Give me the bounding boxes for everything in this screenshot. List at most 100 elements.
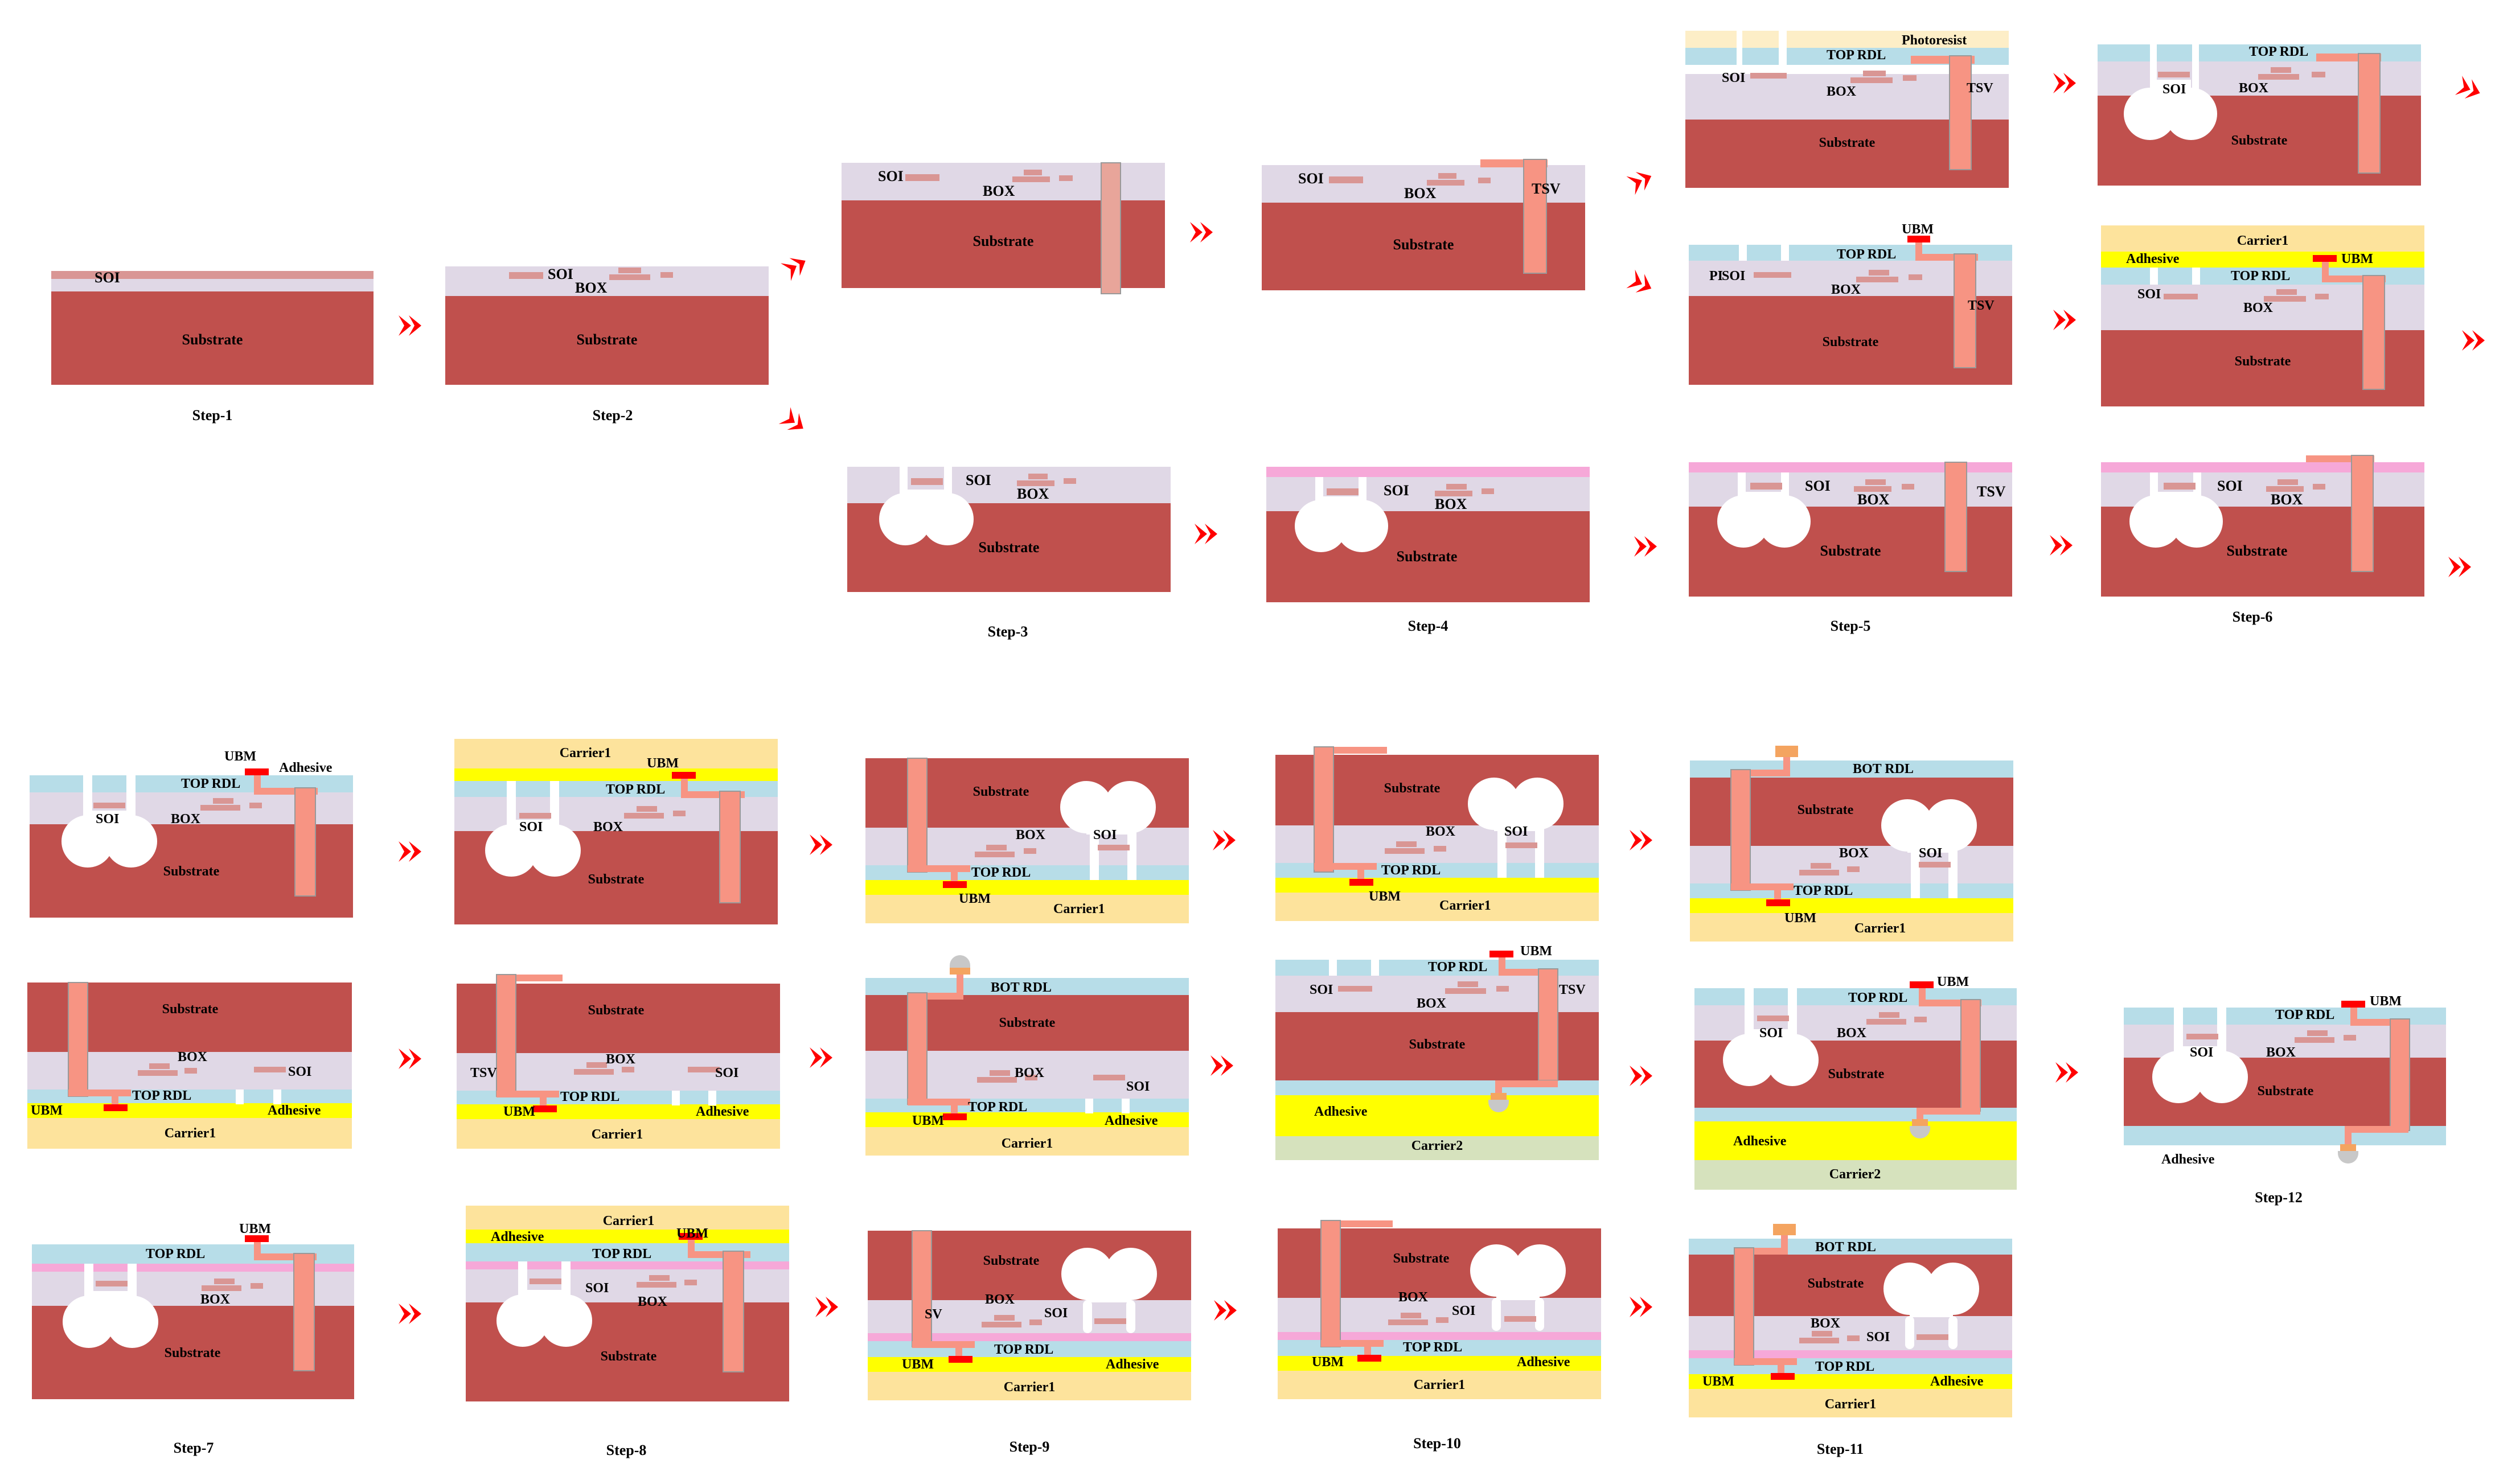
step-4a-diagram: SOI BOX TSV Substrate: [1262, 159, 1585, 290]
arrow-icon: [2448, 557, 2471, 577]
arrow-icon: [810, 835, 832, 855]
carrier2-label: Carrier2: [1829, 1167, 1881, 1182]
pi-label: PI: [1709, 269, 1723, 283]
soi-label: SOI: [1722, 71, 1745, 85]
soi-label: SOI: [1310, 983, 1333, 997]
arrow-icon: [781, 252, 811, 281]
ubm-label: UBM: [1784, 911, 1816, 926]
substrate-label: Substrate: [1823, 335, 1879, 350]
step-7b-diagram: Substrate BOX SOI TOP RDL UBM Adhesive C…: [27, 982, 352, 1149]
step-label: Step-3: [988, 623, 1028, 640]
arrow-icon: [399, 841, 421, 862]
box-label: BOX: [1426, 824, 1456, 839]
arrow-icon: [810, 1047, 832, 1068]
substrate-label: Substrate: [973, 784, 1029, 799]
ubm-label: UBM: [503, 1104, 535, 1119]
step-8b-diagram: Substrate BOX TSV SOI TOP RDL UBM Adhesi…: [457, 974, 780, 1149]
box-label: BOX: [2271, 491, 2303, 508]
tsv-label: TSV: [1968, 298, 1995, 313]
tsv-label: TSV: [1967, 81, 1993, 96]
step-3a-diagram: SOI BOX Substrate: [842, 162, 1165, 294]
substrate-label: Substrate: [999, 1016, 1056, 1030]
arrow-icon: [1630, 830, 1652, 850]
ubm-label: UBM: [1902, 222, 1934, 237]
box-label: BOX: [593, 820, 623, 835]
top-rdl-label: TOP RDL: [968, 1100, 1027, 1115]
adhesive-label: Adhesive: [1733, 1134, 1787, 1149]
ubm-label: UBM: [647, 756, 679, 771]
ubm-label: UBM: [239, 1222, 271, 1236]
step-8a-diagram: Carrier1 UBM TOP RDL SOI BOX Substrate: [454, 739, 778, 924]
step-7c-diagram: UBM TOP RDL BOX Substrate Step-7: [32, 1222, 354, 1456]
arrow-icon: [1626, 166, 1656, 195]
substrate-label: Substrate: [1798, 803, 1854, 817]
soi-label: SOI: [1044, 1306, 1068, 1321]
step-10a-diagram: Substrate BOX SOI TOP RDL UBM Carrier1: [1275, 746, 1599, 921]
soi-label: SOI: [1093, 828, 1117, 842]
top-rdl-label: TOP RDL: [994, 1342, 1053, 1357]
substrate-label: Substrate: [2231, 133, 2288, 148]
substrate-label: Substrate: [2258, 1084, 2314, 1099]
adhesive-label: Adhesive: [1930, 1374, 1984, 1389]
top-rdl-label: TOP RDL: [971, 865, 1031, 880]
soi-label: SOI: [878, 168, 904, 184]
step-12-diagram: UBM TOP RDL SOI BOX Substrate Adhesive S…: [2124, 994, 2446, 1206]
arrow-icon: [1195, 524, 1217, 544]
step-11a-diagram: BOT RDL Substrate BOX SOI TOP RDL UBM Ca…: [1690, 746, 2013, 942]
box-label: BOX: [1017, 486, 1049, 502]
tsv-label: TSV: [1977, 483, 2006, 500]
substrate-label: Substrate: [163, 864, 220, 879]
box-label: BOX: [1827, 84, 1857, 99]
step-label: Step-7: [174, 1440, 214, 1456]
box-label: BOX: [200, 1292, 231, 1307]
arrow-icon: [778, 407, 810, 437]
adhesive-label: Adhesive: [268, 1103, 321, 1118]
bot-rdl-label: BOT RDL: [1815, 1240, 1876, 1255]
step-9b-diagram: BOT RDL Substrate BOX SOI TOP RDL UBM Ad…: [865, 955, 1189, 1156]
adhesive-label: Adhesive: [279, 761, 333, 775]
top-rdl-label: TOP RDL: [1827, 48, 1886, 63]
box-label: BOX: [178, 1050, 208, 1064]
arrow-icon: [1634, 536, 1657, 557]
soi-label: SOI: [1805, 478, 1831, 494]
adhesive-label: Adhesive: [491, 1230, 544, 1244]
step-5a-diagram: Photoresist TOP RDL SOI BOX TSV Substrat…: [1685, 31, 2009, 188]
step-10b-diagram: UBM TOP RDL SOI BOX TSV Substrate Adhesi…: [1275, 944, 1599, 1160]
substrate-label: Substrate: [601, 1349, 657, 1364]
ubm-label: UBM: [1702, 1374, 1734, 1389]
substrate-label: Substrate: [2235, 354, 2291, 369]
adhesive-label: Adhesive: [1105, 1113, 1158, 1128]
substrate-label: Substrate: [1828, 1067, 1885, 1082]
top-rdl-label: TOP RDL: [1848, 990, 1907, 1005]
arrow-icon: [2050, 535, 2073, 556]
top-rdl-label: TOP RDL: [1428, 960, 1487, 975]
box-label: BOX: [1398, 1290, 1429, 1305]
step-7a-diagram: UBM Adhesive TOP RDL SOI BOX Substrate: [30, 749, 353, 918]
substrate-label: Substrate: [588, 872, 645, 887]
ubm-label: UBM: [1520, 944, 1552, 959]
substrate-label: Substrate: [2227, 542, 2288, 559]
adhesive-label: Adhesive: [1106, 1357, 1159, 1372]
soi-label: SOI: [2217, 478, 2243, 494]
step-1-diagram: SOI Substrate Step-1: [51, 269, 374, 424]
top-rdl-label: TOP RDL: [1837, 247, 1896, 262]
step-5c-diagram: SOI BOX TSV Substrate Step-5: [1689, 462, 2012, 634]
ubm-label: UBM: [2370, 994, 2402, 1009]
substrate-label: Substrate: [1393, 1251, 1450, 1266]
arrow-icon: [1630, 1297, 1652, 1317]
carrier1-label: Carrier1: [2237, 233, 2289, 248]
step-label: Step-8: [606, 1442, 647, 1458]
box-label: BOX: [1857, 491, 1890, 508]
soi-label: SOI: [95, 269, 120, 286]
box-label: BOX: [1015, 1066, 1045, 1080]
substrate-label: Substrate: [983, 1253, 1040, 1268]
adhesive-label: Adhesive: [1314, 1104, 1368, 1119]
top-rdl-label: TOP RDL: [1794, 883, 1853, 898]
arrow-icon: [1190, 222, 1213, 242]
arrow-icon: [2455, 76, 2484, 103]
step-label: Step-5: [1831, 618, 1871, 634]
tsv-label: TSV: [1532, 180, 1561, 197]
arrow-icon: [1210, 1055, 1233, 1076]
box-label: BOX: [638, 1294, 668, 1309]
soi-label: SOI: [2162, 82, 2186, 97]
